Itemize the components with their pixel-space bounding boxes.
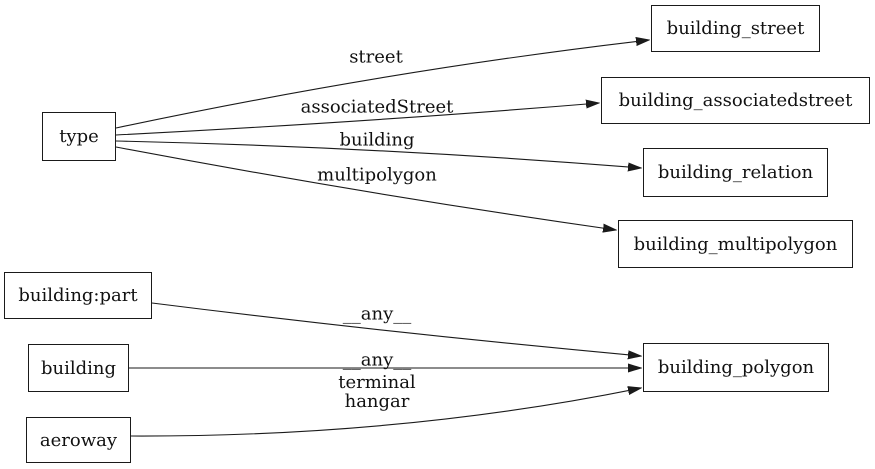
edge-label-any-building: __any__ [342, 349, 412, 371]
edge-label-terminal-hangar: terminal hangar [338, 372, 416, 412]
node-building-relation: building_relation [643, 148, 828, 197]
node-building-polygon: building_polygon [643, 343, 829, 392]
node-building-associatedstreet: building_associatedstreet [601, 77, 870, 124]
edge-type-building_multipolygon [115, 146, 616, 230]
node-building-multipolygon: building_multipolygon [618, 220, 853, 268]
edge-label-street: street [349, 46, 403, 68]
edge-label-any-building-part: __any__ [342, 303, 412, 325]
edge-type-building_street [115, 40, 649, 129]
node-type: type [42, 112, 116, 161]
node-aeroway: aeroway [26, 417, 131, 463]
node-building: building [28, 344, 129, 392]
edge-building_part-building_polygon [151, 302, 641, 356]
node-building-street: building_street [651, 5, 820, 52]
edge-type-building_associatedstreet [115, 103, 599, 136]
edge-label-building: building [339, 129, 415, 151]
edge-type-building_relation [115, 140, 641, 168]
edge-aeroway-building_polygon [130, 388, 641, 437]
node-building-part: building:part [4, 272, 152, 319]
edge-label-multipolygon: multipolygon [317, 164, 437, 186]
edge-label-associatedstreet: associatedStreet [300, 96, 454, 118]
